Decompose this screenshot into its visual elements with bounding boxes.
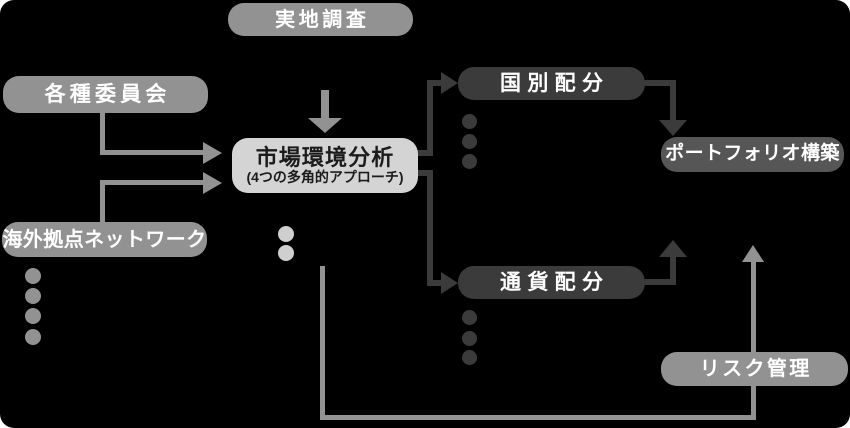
ellipsis-dot — [25, 308, 41, 324]
connector-country-to-portfolio-vertical — [670, 84, 676, 120]
node-overseas-network: 海外拠点ネットワーク — [2, 222, 207, 257]
node-portfolio-construction: ポートフォリオ構築 — [661, 137, 844, 172]
feedback-line-left-vertical — [320, 266, 325, 420]
connector-country-to-portfolio-horizontal — [645, 80, 676, 86]
node-currency-allocation: 通貨配分 — [458, 266, 645, 299]
connector-network-vertical — [100, 180, 105, 224]
node-field-survey-label: 実地調査 — [275, 8, 370, 31]
connector-network-horizontal — [100, 180, 203, 185]
ellipsis-dot — [462, 331, 477, 346]
node-portfolio-construction-label: ポートフォリオ構築 — [665, 143, 840, 165]
node-risk-management-label: リスク管理 — [699, 358, 812, 380]
feedback-line-right-vertical — [751, 262, 756, 415]
node-market-analysis-subtitle: (4つの多角的アプローチ) — [246, 168, 404, 185]
ellipsis-dot — [25, 288, 41, 304]
arrowhead-into-portfolio-icon — [659, 120, 687, 136]
node-market-analysis: 市場環境分析 (4つの多角的アプローチ) — [232, 138, 418, 193]
arrowhead-committees-to-market-icon — [203, 142, 222, 164]
arrowhead-into-currency-allocation-icon — [441, 272, 458, 294]
ellipsis-dot — [462, 154, 477, 169]
connector-committees-horizontal — [100, 150, 203, 155]
node-risk-management: リスク管理 — [661, 352, 848, 386]
node-committees-label: 各種委員会 — [44, 82, 171, 106]
ellipsis-dot — [25, 268, 41, 284]
node-market-analysis-title: 市場環境分析 — [255, 144, 395, 170]
connector-currency-up-vertical — [670, 257, 676, 283]
arrowhead-survey-to-market-icon — [308, 118, 342, 133]
node-committees: 各種委員会 — [3, 76, 208, 113]
ellipsis-dot — [462, 310, 477, 325]
connector-currency-up-horizontal — [645, 279, 676, 285]
ellipsis-dot — [25, 329, 41, 345]
connector-market-to-country-stub — [416, 150, 433, 156]
arrowhead-network-to-market-icon — [203, 172, 222, 194]
connector-survey-vertical — [321, 90, 329, 118]
arrowhead-feedback-up-icon — [742, 245, 764, 262]
connector-market-to-country-horizontal — [427, 80, 441, 86]
node-country-allocation-label: 国別配分 — [500, 71, 610, 95]
arrowhead-into-country-allocation-icon — [441, 72, 458, 94]
ellipsis-dot — [462, 134, 477, 149]
ellipsis-dot — [278, 226, 294, 242]
ellipsis-dot — [462, 350, 477, 365]
node-field-survey: 実地調査 — [228, 3, 413, 36]
node-country-allocation: 国別配分 — [458, 67, 645, 100]
connector-market-to-currency-stub — [416, 170, 433, 176]
connector-committees-vertical — [100, 111, 105, 155]
node-currency-allocation-label: 通貨配分 — [500, 270, 610, 294]
feedback-line-bottom-horizontal — [320, 415, 756, 420]
connector-market-to-currency-vertical — [427, 170, 433, 286]
ellipsis-dot — [278, 245, 294, 261]
connector-market-to-country-vertical — [427, 80, 433, 156]
connector-market-to-currency-horizontal — [427, 280, 441, 286]
ellipsis-dot — [462, 114, 477, 129]
arrowhead-currency-up-icon — [659, 240, 687, 257]
node-overseas-network-label: 海外拠点ネットワーク — [2, 228, 207, 251]
